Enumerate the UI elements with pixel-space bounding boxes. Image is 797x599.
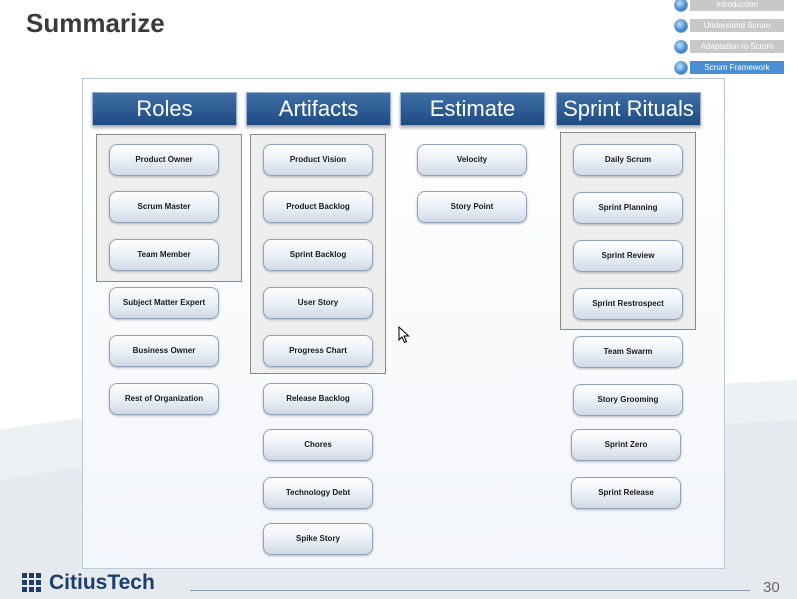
logo-text: CitiusTech: [49, 571, 155, 594]
nav-label: Adaptation to Scrum: [690, 40, 784, 53]
artifact-sprint-backlog[interactable]: Sprint Backlog: [263, 239, 373, 271]
artifact-user-story[interactable]: User Story: [263, 287, 373, 319]
artifact-chores[interactable]: Chores: [263, 429, 373, 461]
artifact-technology-debt[interactable]: Technology Debt: [263, 477, 373, 509]
role-business-owner[interactable]: Business Owner: [109, 335, 219, 367]
roles-header: Roles: [92, 92, 237, 126]
artifact-release-backlog[interactable]: Release Backlog: [263, 383, 373, 415]
ritual-team-swarm[interactable]: Team Swarm: [573, 336, 683, 368]
footer-divider: [190, 590, 750, 591]
role-subject-matter-expert[interactable]: Subject Matter Expert: [109, 287, 219, 319]
ritual-daily-scrum[interactable]: Daily Scrum: [573, 144, 683, 176]
ritual-sprint-zero[interactable]: Sprint Zero: [571, 429, 681, 461]
estimate-header: Estimate: [400, 92, 545, 126]
nav-item-introduction[interactable]: Introduction: [674, 0, 784, 12]
estimate-velocity[interactable]: Velocity: [417, 144, 527, 176]
ritual-sprint-release[interactable]: Sprint Release: [571, 477, 681, 509]
bullet-icon: [674, 0, 688, 12]
summary-panel: Roles Artifacts Estimate Sprint Rituals …: [82, 78, 725, 569]
brand-logo: CitiusTech: [22, 571, 155, 598]
ritual-sprint-planning[interactable]: Sprint Planning: [573, 192, 683, 224]
ritual-story-grooming[interactable]: Story Grooming: [573, 384, 683, 416]
logo-grid-icon: [22, 573, 41, 592]
artifact-progress-chart[interactable]: Progress Chart: [263, 335, 373, 367]
estimate-story-point[interactable]: Story Point: [417, 191, 527, 223]
nav-item-scrum-framework[interactable]: Scrum Framework: [674, 61, 784, 75]
nav-item-adaptation-to-scrum[interactable]: Adaptation to Scrum: [674, 40, 784, 54]
artifacts-header: Artifacts: [246, 92, 391, 126]
role-product-owner[interactable]: Product Owner: [109, 144, 219, 176]
page-number: 30: [763, 579, 780, 596]
artifact-product-vision[interactable]: Product Vision: [263, 144, 373, 176]
artifact-product-backlog[interactable]: Product Backlog: [263, 191, 373, 223]
bullet-icon: [674, 40, 688, 54]
nav-item-understand-scrum[interactable]: Understand Scrum: [674, 19, 784, 33]
ritual-sprint-review[interactable]: Sprint Review: [573, 240, 683, 272]
role-team-member[interactable]: Team Member: [109, 239, 219, 271]
ritual-sprint-restrospect[interactable]: Sprint Restrospect: [573, 288, 683, 320]
nav-label: Scrum Framework: [690, 61, 784, 74]
nav-label: Introduction: [690, 0, 784, 11]
bullet-icon: [674, 19, 688, 33]
artifact-spike-story[interactable]: Spike Story: [263, 523, 373, 555]
nav-label: Understand Scrum: [690, 19, 784, 32]
role-rest-of-organization[interactable]: Rest of Organization: [109, 383, 219, 415]
role-scrum-master[interactable]: Scrum Master: [109, 191, 219, 223]
mouse-cursor-icon: [398, 326, 410, 344]
bullet-icon: [674, 61, 688, 75]
sprint-rituals-header: Sprint Rituals: [556, 92, 701, 126]
page-title: Summarize: [26, 8, 165, 38]
